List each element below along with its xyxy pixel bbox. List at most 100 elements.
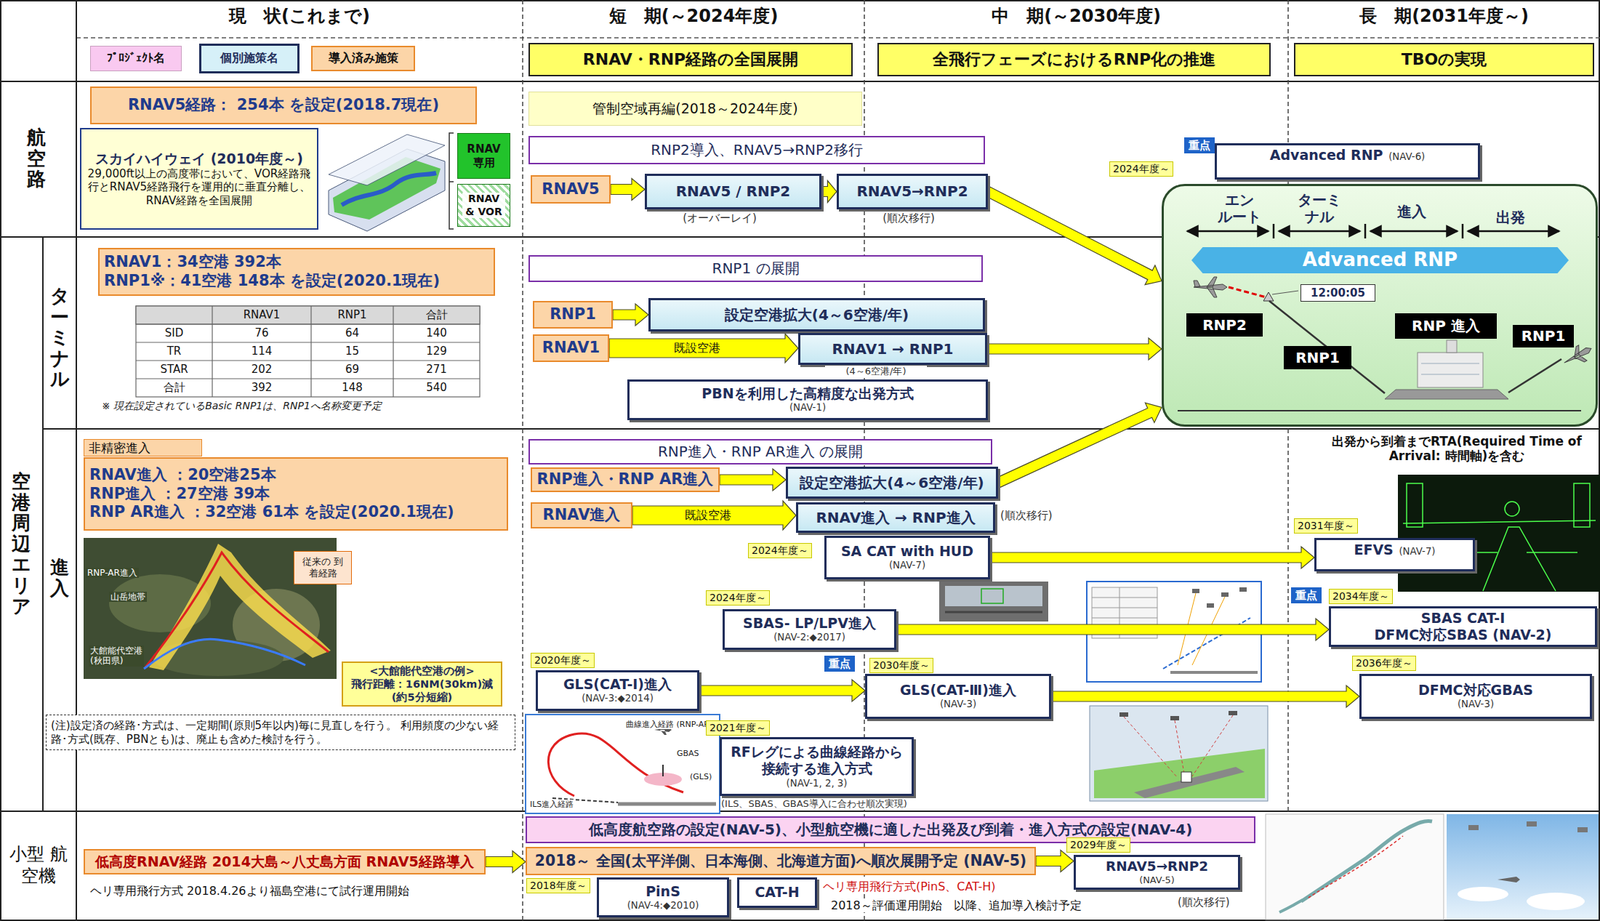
phase-band: Advanced RNP [1191,247,1569,274]
project-box: RNP2導入、RNAV5→RNP2移行 [528,135,986,165]
flight-phase-arrows [1461,223,1465,239]
year-tag: 2021年度～ [705,720,770,736]
gbas-illustration [1119,712,1129,717]
flight-phase-arrows [1364,223,1367,239]
year-tag: 2029年度～ [1066,837,1131,853]
node-text: RNAV5 [541,180,600,200]
implemented-box: RNAV5 [530,175,611,204]
table-cell: 202 [212,362,312,376]
panel-background [1161,183,1598,427]
node-text: 従来の 到着経路 [298,556,347,580]
node-text: TBOの実現 [1401,50,1487,70]
footnote: ※ 現在設定されているBasic RNP1は、RNP1へ名称変更予定 [101,399,498,413]
node-subtext: (NAV-5) [1139,874,1175,887]
period-band: 管制空域再編(2018～2024年度) [528,91,863,126]
node-text: RNP 進入 [1411,316,1481,335]
measure-box: EFVS(NAV-7) [1314,537,1475,572]
node-text: SA CAT with HUD [841,543,974,560]
table-cell: 148 [311,380,394,395]
note-text: ヘリ専用飛行方式(PinS、CAT-H) [822,879,996,894]
hud-display-image [1397,474,1600,592]
row-header: 空港周辺エリア [11,471,31,617]
block-arrow [987,338,1162,360]
block-arrow [990,546,1315,569]
legend-swatch: ﾌﾟﾛｼﾞｪｸﾄ名 [90,45,182,72]
node-text: PBNを利用した高精度な出発方式 [701,385,914,402]
node-text: RNAV1 → RNP1 [831,340,954,358]
node-text: RNP1 [1521,327,1566,345]
flight-phase-arrows [1187,223,1560,239]
measure-box: Advanced RNP(NAV-6) [1214,143,1481,180]
column-header: 長 期(2031年度～) [1288,5,1600,27]
route-count-table [135,341,480,343]
sbas-illustration [1091,607,1158,609]
measure-box: CAT-H [737,877,818,908]
implemented-box: RNP進入・RNP AR進入 [530,467,720,493]
node-text: RNAV5 / RNP2 [676,182,791,200]
procedure-tag: RNP1 [1283,346,1352,370]
japan-map-illustration [1526,821,1537,827]
node-text: エン ルート [1216,191,1263,226]
node-text: EFVS [1353,541,1393,559]
japan-map-illustration [1497,876,1521,883]
node-text: Advanced RNP [1302,248,1458,272]
node-text: SBAS- LP/LPV進入 [742,614,876,632]
node-text: RNP1 の展開 [712,259,800,277]
flight-profile-illustration [1269,300,1385,394]
measure-box: 設定空港拡大(4～6空港/年) [648,298,986,332]
example-box: <大館能代空港の例>飛行距離：16NM(30km)減 (約5分短縮) [341,661,503,707]
node-text: 2018～ 全国(太平洋側、日本海側、北海道方面)へ順次展開予定 (NAV-5) [535,851,1027,871]
table-cell: 合計 [135,380,213,395]
note-text: (順次移行) [868,211,949,225]
block-arrow [821,181,837,203]
flight-profile-illustration [1193,276,1228,298]
row-header: 進入 [50,556,70,599]
table-cell: TR [135,344,213,358]
flight-profile-illustration [1272,290,1299,295]
illustration-label: (GLS) [689,772,713,782]
route-count-table [135,306,480,397]
column-header: 現 状(これまで) [76,5,523,27]
sbas-illustration [1170,670,1258,674]
node-text: RNAV進入 [543,505,621,525]
implemented-box: RNP1 [532,300,613,329]
edge-label: 既設空港 [670,340,724,357]
year-tag: 2020年度～ [530,652,595,669]
edge-label: 既設空港 [681,508,735,524]
flight-phase-arrows [1272,223,1276,239]
node-subtext: (NAV-3) [939,698,977,711]
phase-banner: 全飛行フェーズにおけるRNP化の推進 [877,42,1271,77]
table-cell: 271 [393,362,480,376]
table-cell: STAR [135,362,213,376]
japan-map-illustration [1468,825,1479,831]
japan-map-illustration [1308,835,1403,898]
grid-lines [0,810,1600,812]
flight-profile-illustration [1446,340,1457,353]
node-text: RNAV進入 → RNP進入 [815,508,975,527]
node-subtext: (NAV-4:◆2010) [627,899,700,912]
route-count-table [310,306,312,397]
note-text: (ILS、SBAS、GBAS導入に合わせ順次実現) [721,798,908,810]
node-subtext: 出発 [1492,209,1529,227]
sbas-illustration [1091,597,1158,599]
illustration-label: 曲線進入経路 (RNP-AR) [625,719,714,730]
table-cell: 392 [212,380,312,395]
block-arrow [1051,685,1360,708]
block-arrow [896,618,1329,641]
hud-display-image [1482,527,1556,592]
table-cell: 114 [212,344,312,358]
skyhighway-illustration [328,134,445,186]
node-subtext: (NAV-3:◆2014) [581,692,654,705]
flight-phase-arrows [1467,230,1560,233]
year-tag: 2024年度～ [1109,161,1174,177]
grid-lines [76,37,1600,39]
table-cell: 15 [311,344,394,358]
node-subtext: 進入 [1393,203,1430,221]
gbas-illustration [1134,766,1245,799]
skyhighway-illustration [449,133,454,229]
implemented-box: RNAV進入 ：20空港25本RNP進入 ：27空港 39本RNP AR進入 ：… [83,457,509,531]
node-text: RNP1 [1295,348,1340,367]
phase-banner: RNAV・RNP経路の全国展開 [528,42,853,77]
